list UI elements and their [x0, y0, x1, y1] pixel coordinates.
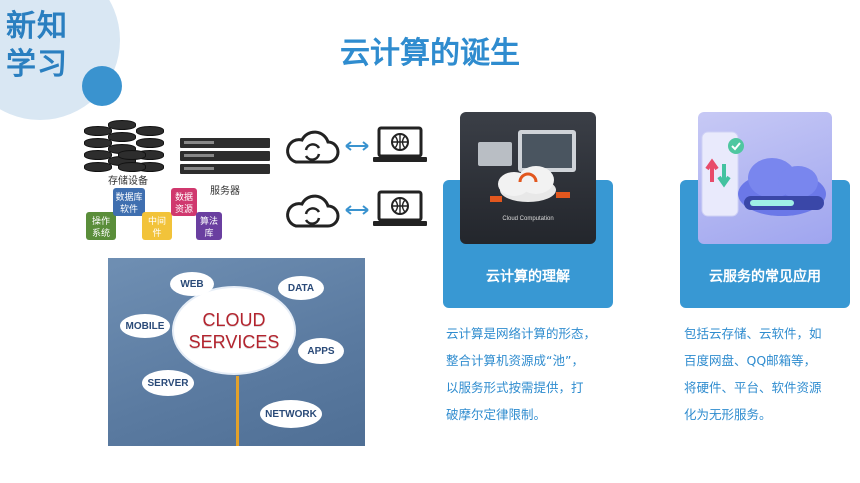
block-middleware: 中间件 — [142, 212, 172, 240]
card-label-cloud-services: 云服务的常见应用 — [709, 269, 821, 285]
block-data-resources: 数据资源 — [171, 188, 197, 216]
cloud-computation-illustration — [478, 130, 576, 202]
cloud-storage-image — [698, 112, 832, 244]
card-text-cloud-computing: 云计算是网络计算的形态， 整合计算机资源成“池”， 以服务形式按需提供，打 破摩… — [446, 326, 597, 422]
tag-server: SERVER — [142, 370, 194, 396]
server-icon — [180, 138, 270, 177]
card-text-cloud-services: 包括云存储、云软件，如 百度网盘、QQ邮箱等， 将硬件、平台、软件资源 化为无形… — [684, 326, 822, 422]
cloud-storage-illustration — [701, 131, 826, 217]
image-caption: Cloud Computation — [502, 216, 554, 222]
bidirectional-arrow-icon — [345, 205, 369, 215]
bubble-stick — [236, 376, 239, 446]
database-icon — [84, 126, 112, 174]
tag-apps: APPS — [298, 338, 344, 364]
section-tag-line1: 新知 — [6, 9, 68, 44]
cloud-sync-icon — [286, 130, 340, 164]
server-label: 服务器 — [210, 186, 240, 197]
database-icon — [118, 150, 146, 174]
tag-web: WEB — [170, 272, 214, 296]
section-tag-line2: 学习 — [6, 47, 68, 82]
laptop-icon — [373, 190, 427, 226]
cloud-services-image: CLOUD SERVICES WEB DATA MOBILE APPS SERV… — [108, 258, 365, 446]
laptop-icon — [373, 126, 427, 162]
section-tag: 新知 学习 — [6, 8, 86, 84]
block-algorithm-library: 算法库 — [196, 212, 222, 240]
card-label-cloud-computing: 云计算的理解 — [486, 269, 570, 285]
tag-network: NETWORK — [260, 400, 322, 428]
bidirectional-arrow-icon — [345, 141, 369, 151]
block-database-software: 数据库软件 — [113, 188, 145, 216]
cloud-computation-image: Cloud Computation — [460, 112, 596, 244]
storage-label: 存储设备 — [108, 176, 148, 187]
block-os: 操作系统 — [86, 212, 116, 240]
tag-mobile: MOBILE — [120, 314, 170, 338]
tag-data: DATA — [278, 276, 324, 300]
cloud-sync-icon — [286, 194, 340, 228]
cloud-services-bubble: CLOUD SERVICES — [174, 288, 294, 373]
page-title: 云计算的诞生 — [340, 36, 520, 71]
corner-dot — [82, 66, 122, 106]
